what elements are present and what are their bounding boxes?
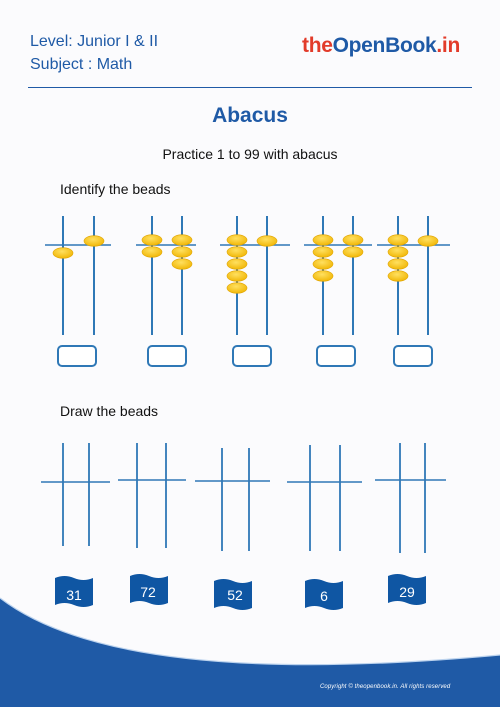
abacus-bead-ones <box>342 246 364 258</box>
identify-heading: Identify the beads <box>60 181 171 197</box>
number-flag <box>55 576 93 607</box>
number-flag <box>388 574 426 605</box>
abacus-bead-tens <box>387 258 409 270</box>
target-number: 72 <box>140 584 156 600</box>
footer-wave-edge <box>0 597 500 666</box>
abacus-bead-ones <box>171 246 193 258</box>
abacus-bead-ones <box>342 234 364 246</box>
abacus-bead-tens <box>387 234 409 246</box>
number-flag <box>214 579 252 610</box>
answer-box[interactable] <box>147 345 187 367</box>
abacus-bead-tens <box>312 234 334 246</box>
target-number: 29 <box>399 584 415 600</box>
abacus-bead-tens <box>226 270 248 282</box>
number-flag <box>305 579 343 610</box>
target-number: 6 <box>320 588 328 604</box>
level-label: Level: Junior I & II <box>30 33 159 50</box>
header-divider <box>28 87 472 88</box>
target-number: 52 <box>227 587 243 603</box>
logo-part-openbook: OpenBook <box>332 34 437 57</box>
abacus-bead-tens <box>226 234 248 246</box>
abacus-bead-tens <box>141 246 163 258</box>
abacus-bead-ones <box>171 234 193 246</box>
logo-part-in: .in <box>436 34 460 57</box>
answer-box[interactable] <box>316 345 356 367</box>
abacus-bead-tens <box>226 258 248 270</box>
identify-abacus-group <box>45 216 450 367</box>
page-title: Abacus <box>212 104 288 127</box>
abacus-bead-tens <box>141 234 163 246</box>
abacus-bead-ones <box>417 235 439 247</box>
abacus-bead-tens <box>387 246 409 258</box>
copyright-text: Copyright © theopenbook.in. All rights r… <box>320 684 451 690</box>
draw-heading: Draw the beads <box>60 403 159 419</box>
abacus-bead-tens <box>312 246 334 258</box>
target-number: 31 <box>66 587 82 603</box>
answer-box[interactable] <box>232 345 272 367</box>
footer-wave <box>0 598 500 707</box>
abacus-bead-tens <box>52 247 74 259</box>
answer-box[interactable] <box>57 345 97 367</box>
abacus-bead-tens <box>387 270 409 282</box>
abacus-bead-ones <box>256 235 278 247</box>
abacus-bead-ones <box>83 235 105 247</box>
abacus-bead-tens <box>312 270 334 282</box>
brand-logo: theOpenBook.in <box>302 34 460 58</box>
logo-part-the: the <box>302 34 333 57</box>
draw-abacus-group: 31 72 52 6 29 <box>41 443 446 610</box>
number-flag <box>130 574 168 605</box>
abacus-bead-tens <box>226 246 248 258</box>
subject-label: Subject : Math <box>30 56 133 73</box>
abacus-bead-tens <box>312 258 334 270</box>
page-subtitle: Practice 1 to 99 with abacus <box>162 146 338 162</box>
abacus-bead-ones <box>171 258 193 270</box>
abacus-bead-tens <box>226 282 248 294</box>
footer-band <box>0 597 500 707</box>
answer-box[interactable] <box>393 345 433 367</box>
